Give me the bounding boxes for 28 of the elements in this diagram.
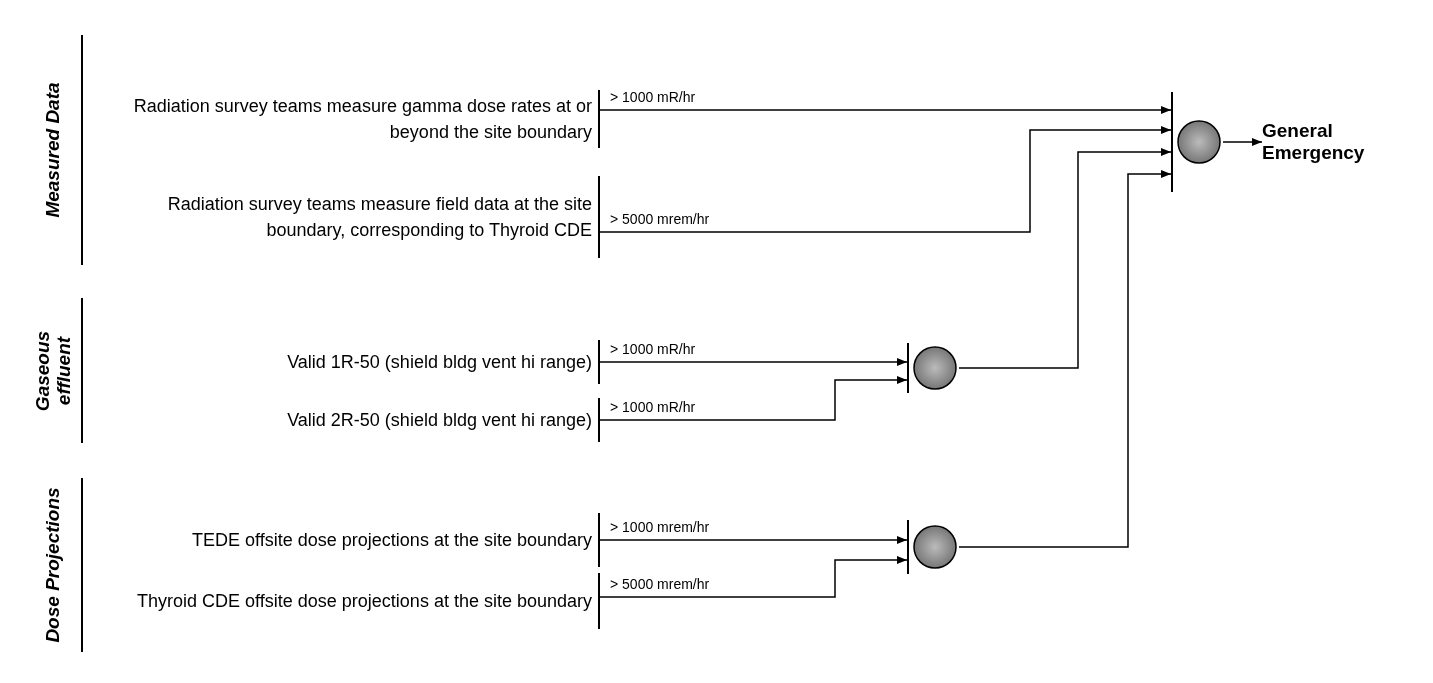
arrow — [1222, 138, 1263, 146]
arrow — [599, 556, 908, 598]
arrow — [599, 358, 908, 366]
edge-label: > 5000 mrem/hr — [608, 576, 712, 592]
group-label: Dose Projections — [40, 486, 64, 645]
or-gate-symbol — [907, 343, 959, 393]
condition-text: Thyroid CDE offsite dose projections at the site boundary — [137, 590, 592, 613]
edge-label: > 5000 mrem/hr — [608, 211, 712, 227]
condition-text: Radiation survey teams measure field data at the site boundary, corresponding to Thyroid CDE — [166, 193, 592, 242]
condition-text: Valid 2R-50 (shield bldg vent hi range) — [287, 409, 592, 432]
or-gate-symbol — [1171, 92, 1223, 192]
outcome-text: General Emergency — [1262, 118, 1432, 166]
group-label: Measured Data — [40, 81, 64, 220]
arrow — [958, 170, 1172, 548]
arrow — [599, 536, 908, 544]
condition-text: Radiation survey teams measure gamma dose rates at or beyond the site boundary — [132, 95, 592, 144]
arrow — [599, 376, 908, 421]
condition-text: Valid 1R-50 (shield bldg vent hi range) — [287, 351, 592, 374]
or-gate-symbol — [907, 520, 959, 574]
condition-text: TEDE offsite dose projections at the site boundary — [192, 529, 592, 552]
edge-label: > 1000 mR/hr — [608, 89, 698, 105]
group-label: Gaseous effluent — [30, 329, 74, 413]
arrow — [958, 148, 1172, 369]
edge-label: > 1000 mR/hr — [608, 399, 698, 415]
edge-label: > 1000 mrem/hr — [608, 519, 712, 535]
arrow — [599, 126, 1172, 233]
arrow — [599, 106, 1172, 114]
edge-label: > 1000 mR/hr — [608, 341, 698, 357]
